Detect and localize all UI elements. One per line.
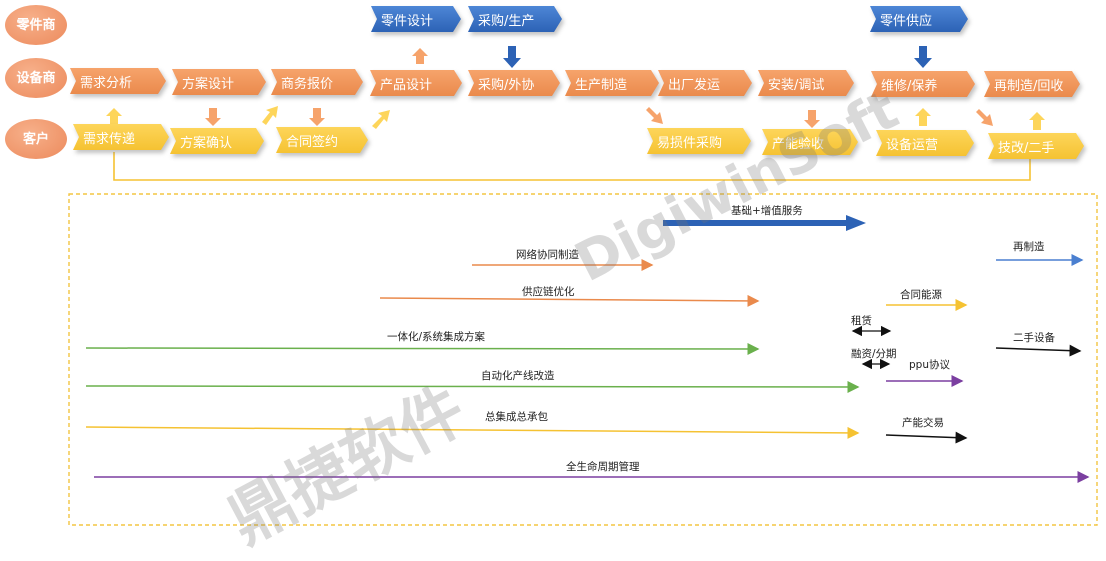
label-lease: 租赁 — [851, 315, 872, 327]
value-chain-diagram: 零件商 设备商 客户 零件设计 采购/生产 零件供应 需求分析 方案设计 商务报… — [5, 5, 1098, 559]
label-turnkey: 总集成总承包 — [485, 411, 548, 423]
label-contract-energy: 合同能源 — [900, 289, 942, 301]
step-solution-confirm: 方案确认 — [170, 128, 264, 154]
label-network-collab: 网络协同制造 — [516, 249, 579, 261]
role-equipment: 设备商 — [5, 58, 67, 98]
label-supply-chain-opt: 供应链优化 — [522, 286, 575, 298]
arrow-second-hand — [995, 344, 1082, 357]
step-capacity-acceptance: 产能验收 — [762, 129, 858, 155]
label-basic-value-added: 基础+增值服务 — [731, 205, 803, 217]
step-business-quote: 商务报价 — [271, 69, 363, 95]
arrow-integrated-solution — [85, 342, 760, 355]
label-remanufacture: 再制造 — [1013, 241, 1045, 253]
step-production-manufacturing: 生产制造 — [565, 70, 659, 96]
service-arrows — [85, 215, 1090, 483]
step-equipment-operation: 设备运营 — [876, 130, 974, 156]
step-product-design: 产品设计 — [370, 70, 462, 96]
label-second-hand: 二手设备 — [1013, 332, 1055, 344]
connector-layer — [68, 46, 1098, 526]
step-wear-parts-purchase: 易损件采购 — [647, 128, 751, 154]
label-ppu: ppu协议 — [909, 359, 950, 371]
label-automation-upgrade: 自动化产线改造 — [481, 370, 555, 382]
row-arrows — [106, 46, 1045, 130]
service-frame — [68, 193, 1098, 526]
label-integrated-solution: 一体化/系统集成方案 — [387, 331, 486, 343]
step-parts-design: 零件设计 — [371, 6, 461, 32]
role-supplier: 零件商 — [5, 5, 67, 45]
step-remanufacture-recycle: 再制造/回收 — [984, 71, 1080, 97]
step-maintenance: 维修/保养 — [871, 71, 975, 97]
step-demand-analysis: 需求分析 — [70, 68, 166, 94]
step-shipping: 出厂发运 — [658, 70, 752, 96]
arrow-supply-chain — [379, 294, 760, 307]
arrow-capacity-trade — [885, 431, 968, 444]
step-parts-supply: 零件供应 — [870, 6, 968, 32]
arrow-turnkey — [85, 426, 860, 439]
label-lifecycle: 全生命周期管理 — [566, 461, 640, 473]
step-purchase-production: 采购/生产 — [468, 6, 562, 32]
arrow-automation-upgrade — [85, 380, 860, 393]
arrowhead-basic-value-added — [846, 215, 866, 231]
label-financing: 融资/分期 — [851, 348, 897, 360]
step-install-debug: 安装/调试 — [758, 70, 854, 96]
step-demand-transfer: 需求传递 — [73, 124, 169, 150]
step-tech-upgrade: 技改/二手 — [988, 133, 1084, 159]
step-purchase-outsourcing: 采购/外协 — [468, 70, 560, 96]
step-solution-design: 方案设计 — [172, 69, 266, 95]
role-customer: 客户 — [5, 119, 67, 159]
step-contract-sign: 合同签约 — [276, 127, 368, 153]
feedback-line — [113, 152, 1031, 181]
label-capacity-trade: 产能交易 — [902, 417, 944, 429]
